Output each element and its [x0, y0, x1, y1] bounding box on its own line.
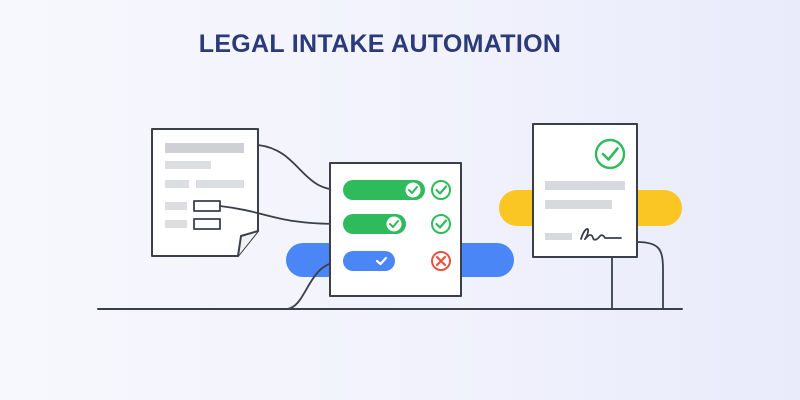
connector-arrow-1	[257, 144, 341, 191]
form-line	[165, 202, 187, 210]
bar-check-icon	[405, 182, 421, 198]
checklist-bar-green	[343, 180, 425, 200]
x-circle-icon	[431, 251, 451, 271]
form-line	[196, 180, 244, 188]
connector-arrow-2	[219, 205, 341, 225]
form-line	[165, 220, 187, 228]
bar-check-icon	[375, 256, 388, 266]
signed-document-icon	[532, 123, 664, 310]
signature-label-line	[545, 233, 572, 240]
checklist-bar-blue	[343, 251, 395, 271]
bar-check-icon	[386, 216, 402, 232]
form-line	[165, 161, 211, 169]
form-field-box	[193, 200, 221, 212]
checklist-panel-icon	[329, 162, 462, 297]
support-line	[636, 241, 664, 310]
check-circle-icon	[431, 214, 451, 234]
doc-line	[545, 181, 625, 190]
page-title: LEGAL INTAKE AUTOMATION	[198, 30, 562, 58]
doc-line	[545, 200, 612, 209]
check-circle-icon	[594, 138, 626, 170]
form-page-curl	[237, 230, 259, 257]
form-field-box	[193, 218, 221, 230]
document-form-icon	[151, 128, 259, 257]
form-header-bar	[165, 143, 244, 153]
form-line	[165, 180, 189, 188]
signature-icon	[580, 228, 622, 241]
check-circle-icon	[431, 180, 451, 200]
